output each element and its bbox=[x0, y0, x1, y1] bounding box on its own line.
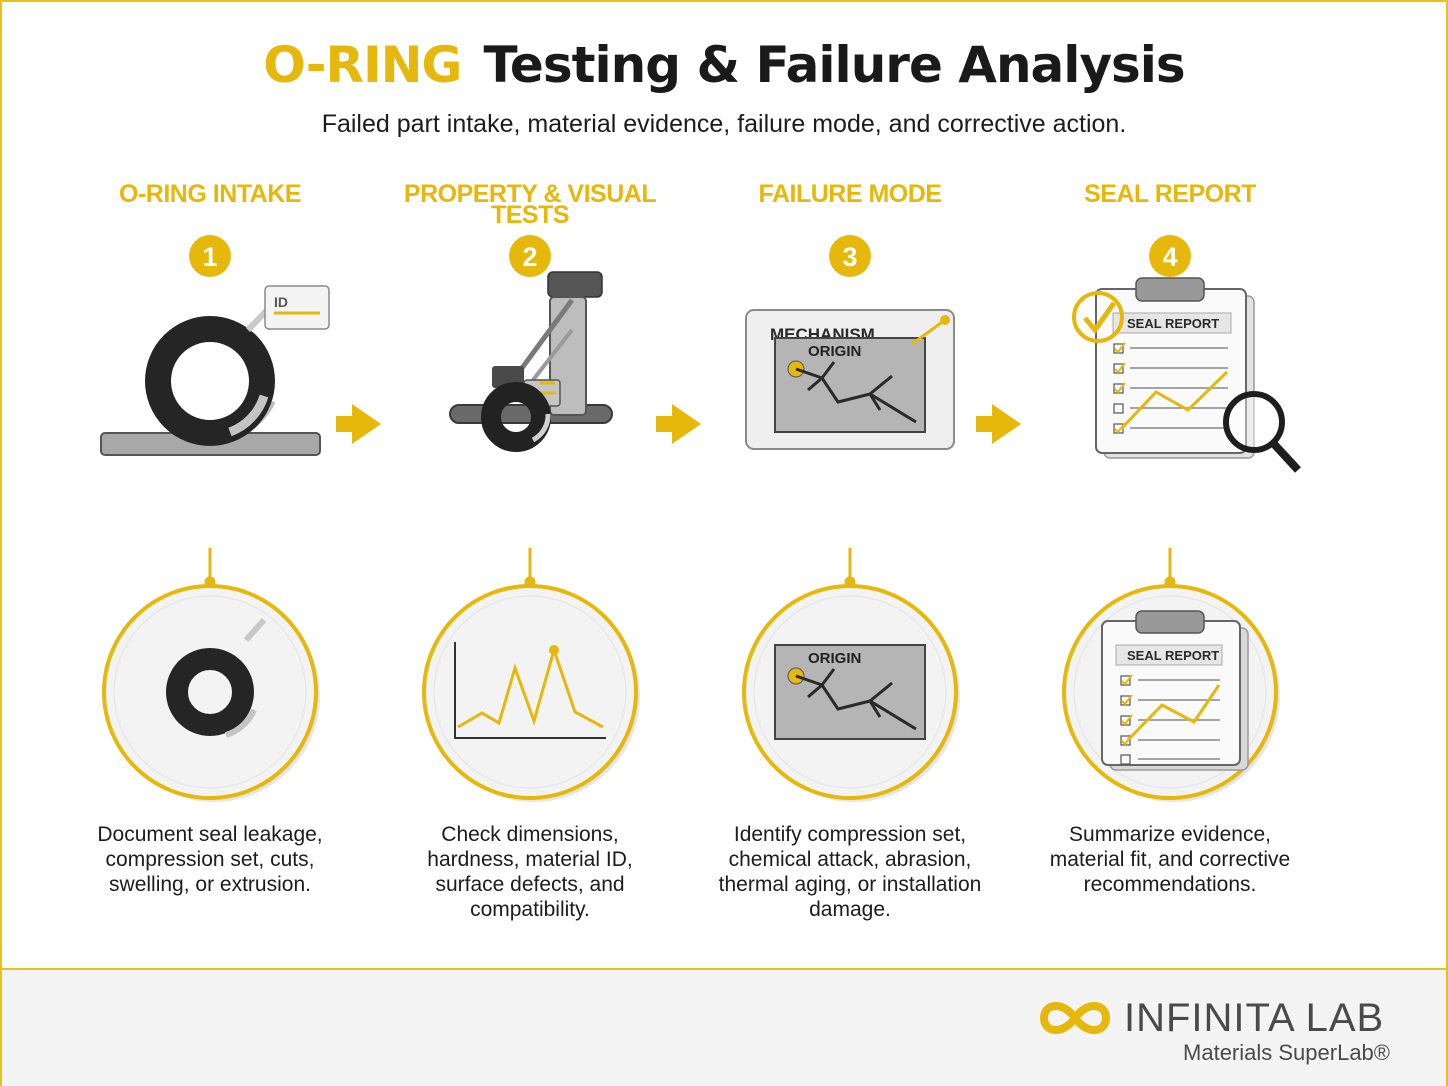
page-subtitle: Failed part intake, material evidence, f… bbox=[321, 110, 1127, 138]
step-1-description: Document seal leakage,compression set, c… bbox=[97, 823, 323, 896]
step-2-description: Check dimensions,hardness, material ID,s… bbox=[427, 823, 633, 921]
step-3-description: Identify compression set,chemical attack… bbox=[718, 823, 982, 921]
o-ring-icon bbox=[100, 316, 321, 456]
test-machine-icon bbox=[449, 271, 613, 452]
step-3-badge: 3 bbox=[829, 235, 871, 277]
page-title: O-RING Testing & Failure Analysis bbox=[0, 36, 1448, 94]
step-4-badge: 4 bbox=[1149, 235, 1191, 277]
brand-tagline: Materials SuperLab® bbox=[1183, 1040, 1390, 1065]
clipboard-detail-icon: SEAL REPORT bbox=[1101, 610, 1249, 771]
line-chart-icon bbox=[454, 642, 606, 739]
clipboard-report-icon: SEAL REPORT bbox=[1095, 277, 1255, 459]
origin-label-top: ORIGIN bbox=[808, 343, 861, 360]
id-tag-icon: ID bbox=[245, 285, 330, 333]
id-tag-label: ID bbox=[274, 294, 288, 310]
connector-stems bbox=[204, 548, 1176, 588]
step-3-heading: FAILURE MODE bbox=[758, 180, 942, 208]
arrow-right-icon bbox=[336, 404, 1021, 444]
seal-report-label-detail: SEAL REPORT bbox=[1127, 648, 1219, 663]
title-main: Testing & Failure Analysis bbox=[483, 36, 1185, 94]
step-2-badge: 2 bbox=[509, 235, 551, 277]
title-accent: O-RING bbox=[263, 36, 462, 94]
fracture-detail-icon: ORIGIN bbox=[774, 644, 926, 740]
checkmark-icon bbox=[1072, 291, 1124, 343]
footer bbox=[2, 968, 1446, 1086]
step-1-heading: O-RING INTAKE bbox=[119, 180, 301, 208]
step-1-badge: 1 bbox=[189, 235, 231, 277]
seal-report-label-top: SEAL REPORT bbox=[1127, 316, 1219, 331]
brand-name: INFINITA LAB bbox=[1124, 996, 1385, 1040]
origin-label-detail: ORIGIN bbox=[808, 650, 861, 667]
o-ring-detail-icon bbox=[166, 617, 267, 738]
step-4-heading: SEAL REPORT bbox=[1084, 180, 1256, 208]
fracture-panel-icon: MECHANISM ORIGIN bbox=[745, 309, 955, 450]
step-4-description: Summarize evidence,material fit, and cor… bbox=[1049, 823, 1291, 896]
magnifier-icon bbox=[1223, 391, 1301, 473]
